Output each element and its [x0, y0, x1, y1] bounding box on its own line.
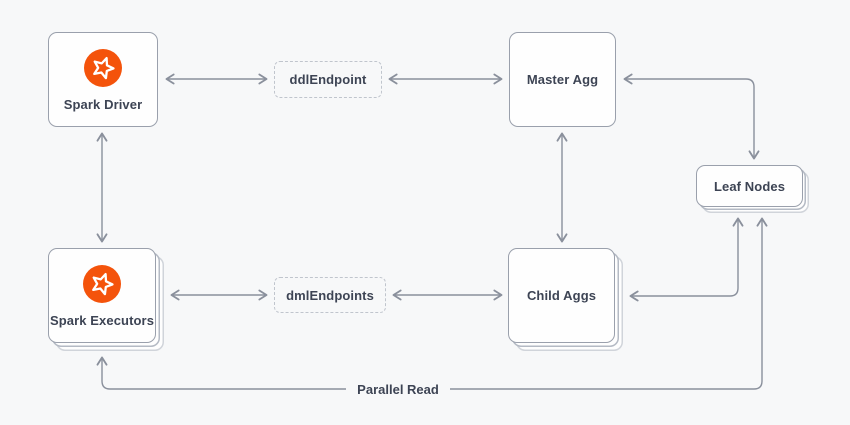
node-ddl-endpoint: ddlEndpoint	[274, 61, 382, 98]
spark-logo-icon	[83, 264, 121, 303]
node-label: Child Aggs	[526, 288, 597, 303]
node-leaf-nodes: Leaf Nodes	[696, 165, 803, 207]
arrow-masteragg-leafnodes	[623, 73, 760, 160]
node-dml-endpoints: dmlEndpoints	[274, 277, 386, 313]
node-spark-driver: Spark Driver	[48, 32, 158, 127]
node-label: ddlEndpoint	[289, 72, 367, 87]
arrow-parallel-read	[96, 217, 768, 390]
node-label: Leaf Nodes	[713, 178, 786, 194]
node-spark-executors: Spark Executors	[48, 248, 156, 343]
spark-logo-icon	[84, 48, 122, 87]
arrow-childaggs-leafnodes	[629, 217, 744, 302]
node-label: Master Agg	[526, 72, 599, 87]
node-label: Spark Executors	[49, 312, 155, 328]
node-label: dmlEndpoints	[286, 287, 374, 303]
parallel-read-label: Parallel Read	[346, 381, 450, 398]
node-label: Spark Driver	[63, 96, 143, 112]
node-master-agg: Master Agg	[509, 32, 616, 127]
node-child-aggs: Child Aggs	[508, 248, 615, 343]
